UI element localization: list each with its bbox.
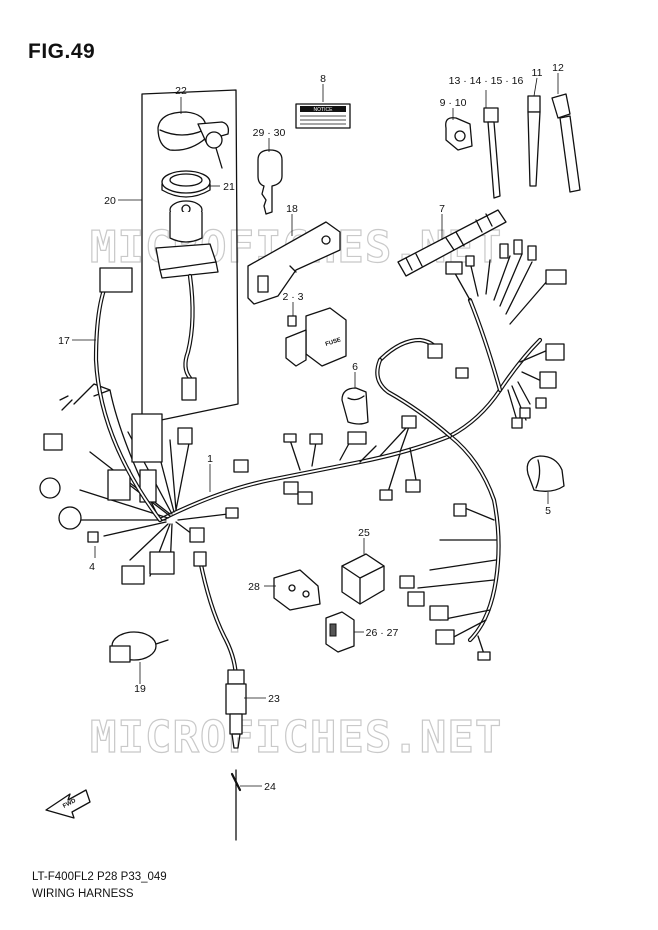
- forward-arrow-icon: FWD: [45, 789, 91, 819]
- callout-7: 7: [439, 203, 445, 215]
- main-wiring-harness: [39, 239, 567, 683]
- fuse-label-text: FUSE: [325, 337, 342, 348]
- model-code: LT-F400FL2 P28 P33_049: [32, 871, 167, 883]
- callout-labels: 1 2 · 3 4 5 6 7 8 9 · 10 11 12 13 · 14 ·…: [58, 62, 564, 793]
- callout-8: 8: [320, 73, 326, 85]
- callout-28: 28: [248, 581, 260, 593]
- callout-29-30: 29 · 30: [253, 127, 286, 139]
- notice-label: NOTICE: [295, 103, 351, 129]
- callout-24: 24: [264, 781, 276, 793]
- harness-clip: [341, 387, 369, 425]
- callout-25: 25: [358, 527, 370, 539]
- callout-19: 19: [134, 683, 146, 695]
- probe-wire: [230, 769, 242, 841]
- callout-11: 11: [532, 67, 543, 79]
- callout-leaders: [72, 73, 559, 787]
- ignition-key: [257, 149, 283, 215]
- watermark-bottom: MICROFICHES.NET: [90, 712, 502, 763]
- callout-2-3: 2 · 3: [282, 291, 303, 303]
- clamp: [445, 117, 473, 151]
- callout-22: 22: [175, 85, 187, 97]
- cable-tie-12: [551, 93, 581, 193]
- bracket-plate: [247, 221, 341, 305]
- connector-26-27: [325, 611, 355, 653]
- callout-13-16: 13 · 14 · 15 · 16: [449, 75, 524, 87]
- callout-5: 5: [545, 505, 551, 517]
- callout-12: 12: [552, 62, 564, 74]
- callout-20: 20: [104, 195, 116, 207]
- callout-23: 23: [268, 693, 280, 705]
- callout-26-27: 26 · 27: [366, 627, 399, 639]
- bracket-28: [273, 569, 321, 611]
- figure-caption: WIRING HARNESS: [32, 888, 134, 900]
- callout-21: 21: [223, 181, 235, 193]
- relay: [341, 553, 385, 605]
- rubber-boot: [526, 455, 565, 492]
- cable-tie-13-16: [483, 107, 501, 199]
- cable-tie-11: [527, 95, 541, 187]
- callout-17: 17: [58, 335, 70, 347]
- callout-9-10: 9 · 10: [440, 97, 467, 109]
- fuse-box: FUSE: [285, 307, 347, 367]
- oxygen-sensor: [225, 669, 247, 749]
- protective-tube: [397, 209, 507, 277]
- figure-title: FIG.49: [28, 40, 96, 63]
- switch-19: [109, 631, 169, 663]
- notice-label-text: NOTICE: [314, 107, 334, 113]
- callout-1: 1: [207, 453, 213, 465]
- callout-4: 4: [89, 561, 95, 573]
- ignition-switch-assembly: [141, 89, 239, 425]
- callout-18: 18: [286, 203, 298, 215]
- callout-6: 6: [352, 361, 358, 373]
